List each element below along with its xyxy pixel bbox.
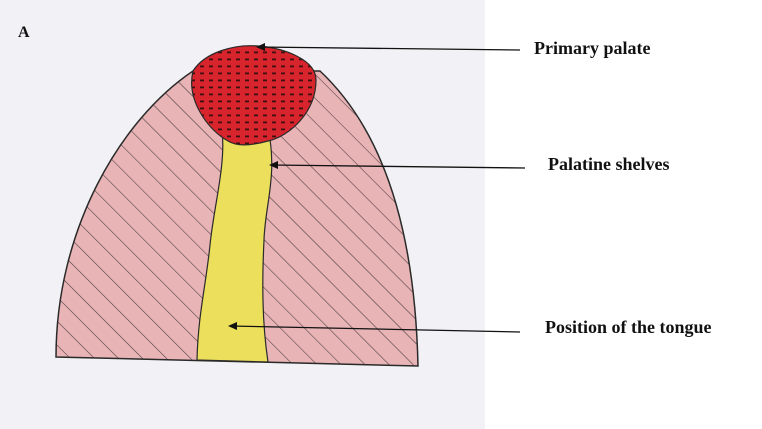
tongue-position-label: Position of the tongue — [545, 317, 712, 338]
panel-letter: A — [18, 24, 30, 42]
palatine-shelves-label: Palatine shelves — [548, 154, 670, 175]
arrow-primary-palate — [256, 43, 520, 51]
primary-palate-label: Primary palate — [534, 38, 650, 59]
